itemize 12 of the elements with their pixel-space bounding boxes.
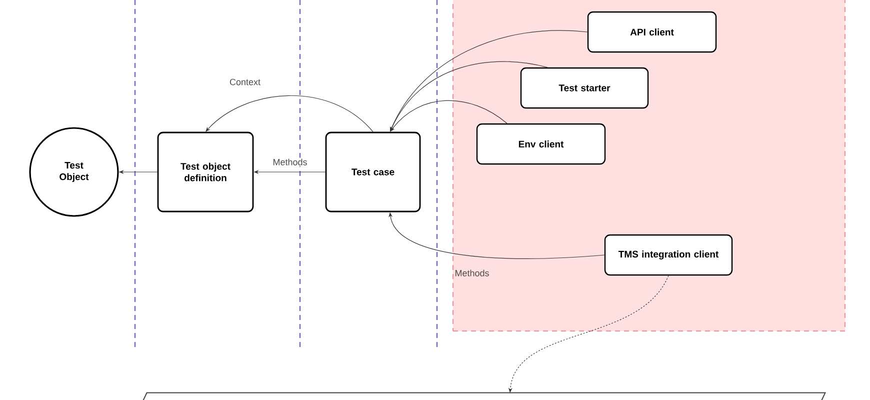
arrow	[206, 95, 374, 132]
process-box: Test case	[325, 132, 421, 212]
process-box: Env client	[476, 123, 606, 165]
parallelogram-box	[142, 392, 826, 400]
edge-label: Context	[230, 78, 260, 86]
process-box: Test starter	[520, 67, 649, 109]
edge-label: Methods	[455, 270, 489, 276]
circle-node: Test Object	[29, 127, 119, 217]
process-box: Test object definition	[157, 132, 254, 212]
process-box: TMS integration client	[604, 234, 733, 276]
process-box: API client	[587, 11, 717, 53]
edge-label: Methods	[272, 158, 308, 166]
